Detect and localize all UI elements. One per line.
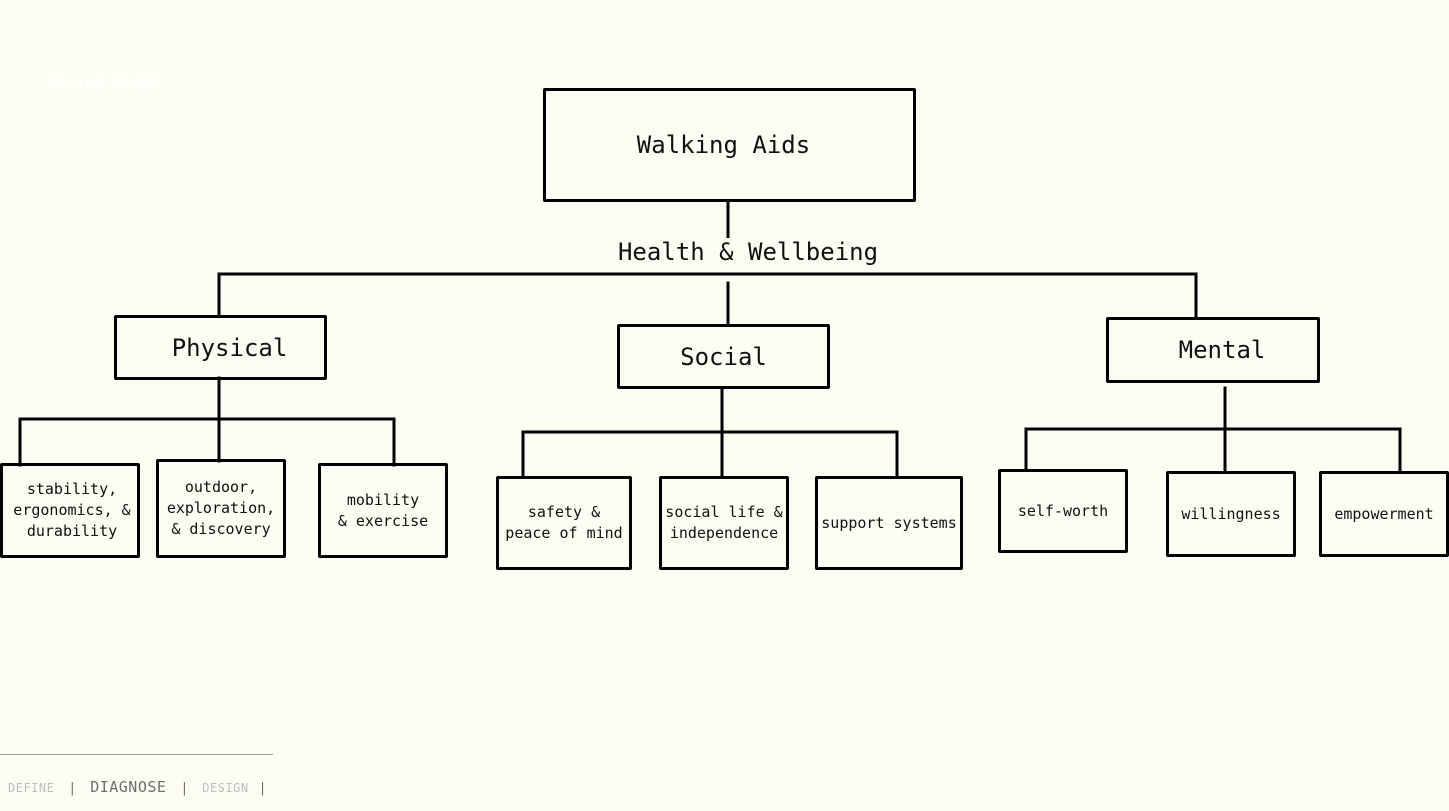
category-mental: Mental [1106,317,1320,383]
leaf-willingness: willingness [1166,471,1296,557]
leaf-support: support systems [815,476,963,570]
footer-divider [0,754,273,755]
leaf-outdoor: outdoor, exploration, & discovery [156,459,286,558]
leaf-stability: stability, ergonomics, & durability [0,463,140,558]
leaf-mobility: mobility & exercise [318,463,448,558]
nav-design[interactable]: DESIGN [202,781,249,795]
nav-diagnose[interactable]: DIAGNOSE [90,778,167,796]
leaf-safety: safety & peace of mind [496,476,632,570]
root-node: Walking Aids [543,88,916,202]
nav-separator: | [180,781,189,796]
leaf-empowerment: empowerment [1319,471,1449,557]
footer-nav: DEFINE | DIAGNOSE | DESIGN | [8,778,280,796]
category-social: Social [617,324,830,389]
category-physical: Physical [114,315,327,380]
leaf-social-life: social life & independence [659,476,789,570]
nav-separator: | [258,781,267,796]
nav-define[interactable]: DEFINE [8,781,55,795]
theme-label: Health & Wellbeing [600,238,896,266]
nav-separator: | [68,781,77,796]
leaf-self-worth: self-worth [998,469,1128,553]
hidden-header-text: DESIGN BRIEF [48,76,162,92]
